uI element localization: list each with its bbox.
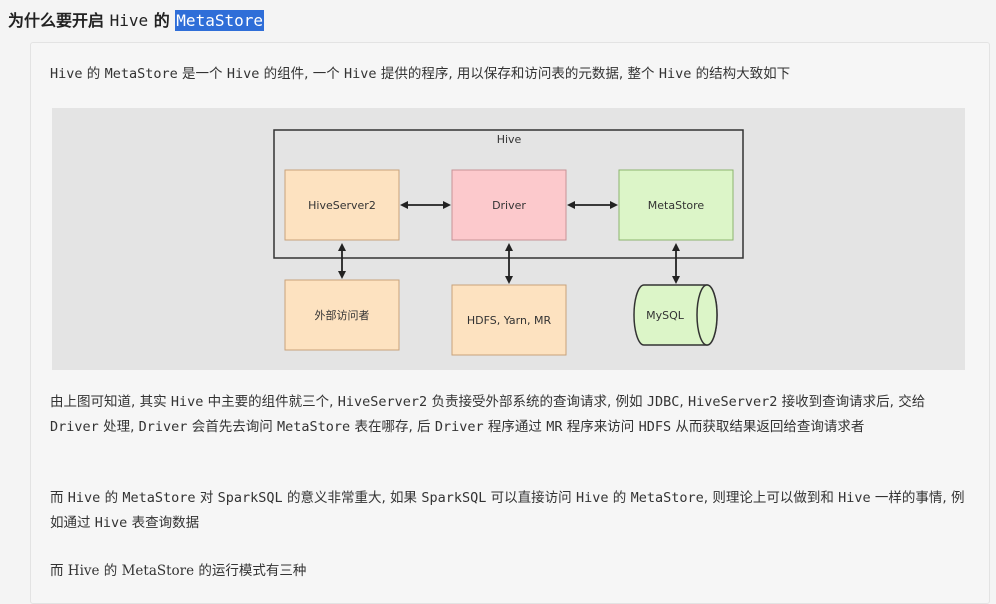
run-modes-paragraph: 而 Hive 的 MetaStore 的运行模式有三种 [50, 559, 970, 584]
components-paragraph: 由上图可知道, 其实 Hive 中主要的组件就三个, HiveServer2 负… [50, 390, 970, 440]
text-run: 从而获取结果返回给查询请求者 [671, 419, 865, 435]
mysql-cylinder [633, 284, 718, 346]
inline-code: Hive [226, 66, 260, 82]
text-run: 的 [82, 66, 105, 82]
hiveserver2-label: HiveServer2 [308, 199, 376, 212]
inline-code: MetaStore [630, 490, 704, 506]
text-run: 而 Hive 的 MetaStore 的运行模式有三种 [50, 563, 307, 579]
mysql-label: MySQL [646, 309, 685, 322]
text-run: 的 [608, 490, 631, 506]
inline-code: Driver [50, 419, 99, 435]
text-run: 的组件, 一个 [259, 66, 345, 82]
inline-code: JDBC [646, 394, 680, 410]
inline-code: Hive [67, 490, 101, 506]
text-run: 提供的程序, 用以保存和访问表的元数据, 整个 [376, 66, 659, 82]
text-run: , [679, 394, 688, 410]
inline-code: Hive [575, 490, 609, 506]
heading-hive: Hive [109, 11, 149, 30]
text-run: 负责接受外部系统的查询请求, 例如 [427, 394, 647, 410]
text-run: 中主要的组件就三个, [203, 394, 338, 410]
inline-code: HDFS [638, 419, 672, 435]
text-run: 的意义非常重大, 如果 [282, 490, 422, 506]
text-run: 表查询数据 [127, 515, 200, 531]
inline-code: MetaStore [277, 419, 351, 435]
inline-code: SparkSQL [421, 490, 487, 506]
text-run: 由上图可知道, 其实 [50, 394, 171, 410]
hive-architecture-diagram: Hive HiveServer2 Driver MetaStore 外部访问者 … [52, 108, 965, 370]
section-heading: 为什么要开启 Hive 的 MetaStore [8, 8, 264, 34]
hiveserver2-box [284, 169, 400, 241]
inline-code: Hive [658, 66, 692, 82]
text-run: 处理, [98, 419, 139, 435]
text-run: 程序来访问 [562, 419, 639, 435]
text-run: 的 [100, 490, 123, 506]
inline-code: MetaStore [122, 490, 196, 506]
inline-code: HiveServer2 [337, 394, 428, 410]
text-run: 是一个 [177, 66, 227, 82]
inline-code: Hive [170, 394, 204, 410]
text-run: 对 [195, 490, 218, 506]
text-run: 接收到查询请求后, 交给 [777, 394, 926, 410]
text-run: 的结构大致如下 [691, 66, 791, 82]
metastore-box [618, 169, 734, 241]
text-run: 一样的事情, 例如通过 [50, 490, 965, 531]
external-visitor-label: 外部访问者 [315, 308, 370, 322]
external-visitor-box [284, 279, 400, 351]
inline-code: MR [546, 419, 563, 435]
inline-code: Hive [50, 66, 83, 82]
inline-code: Hive [838, 490, 871, 506]
hive-container-label: Hive [497, 133, 522, 146]
diagram-svg: Hive HiveServer2 Driver MetaStore 外部访问者 … [273, 129, 744, 356]
intro-paragraph: Hive 的 MetaStore 是一个 Hive 的组件, 一个 Hive 提… [50, 62, 970, 87]
inline-code: Hive [344, 66, 377, 82]
text-run: 可以直接访问 [486, 490, 576, 506]
driver-box [451, 169, 567, 241]
inline-code: Hive [94, 515, 128, 531]
heading-prefix: 为什么要开启 [8, 11, 105, 30]
hdfs-yarn-mr-box [451, 284, 567, 356]
text-run: 会首先去询问 [187, 419, 278, 435]
sparksql-paragraph: 而 Hive 的 MetaStore 对 SparkSQL 的意义非常重大, 如… [50, 486, 970, 536]
inline-code: SparkSQL [217, 490, 283, 506]
hdfs-yarn-mr-label: HDFS, Yarn, MR [467, 314, 552, 327]
text-run: 而 [50, 490, 68, 506]
metastore-label: MetaStore [648, 199, 705, 212]
text-run: , 则理论上可以做到和 [703, 490, 839, 506]
inline-code: Driver [434, 419, 484, 435]
inline-code: MetaStore [104, 66, 178, 82]
text-run: 程序通过 [483, 419, 547, 435]
heading-de: 的 [153, 11, 170, 30]
inline-code: Driver [138, 419, 188, 435]
driver-label: Driver [492, 199, 526, 212]
text-run: 表在哪存, 后 [350, 419, 435, 435]
heading-metastore-selection[interactable]: MetaStore [175, 10, 264, 31]
inline-code: HiveServer2 [687, 394, 778, 410]
